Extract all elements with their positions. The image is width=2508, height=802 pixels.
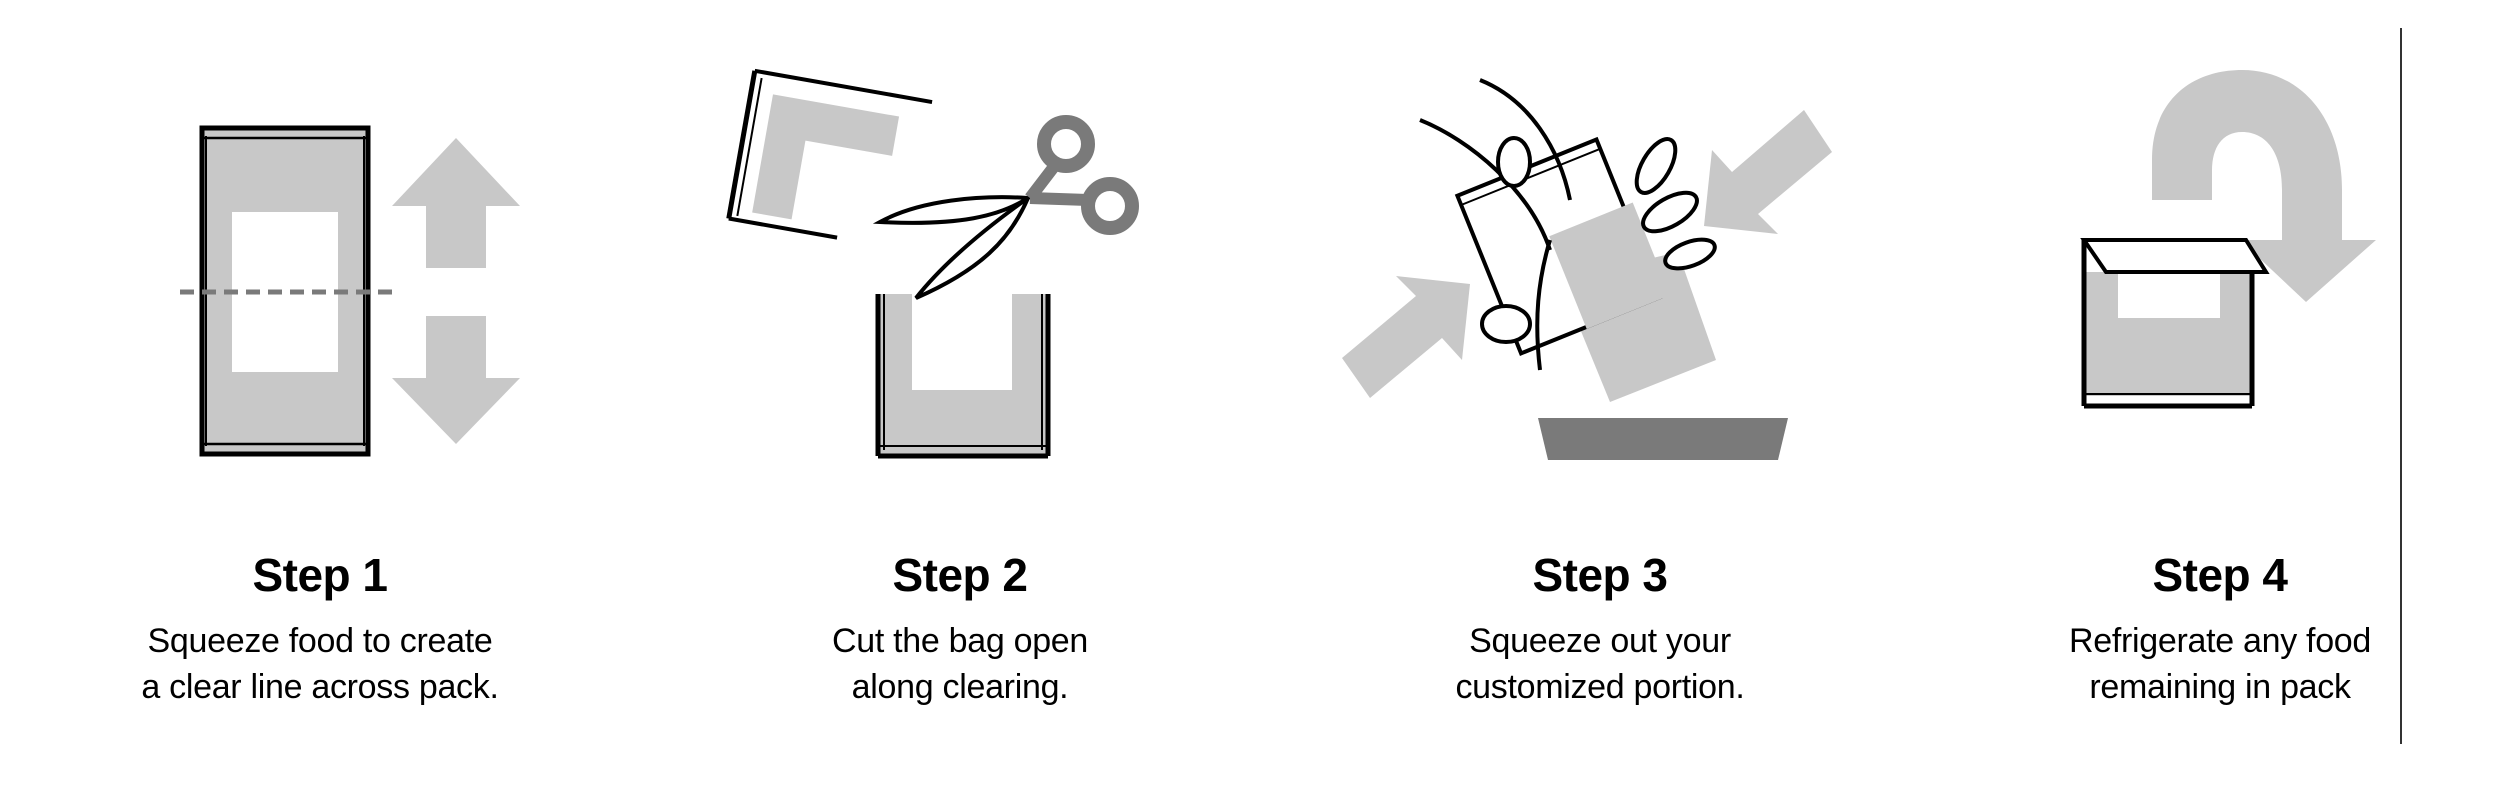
arm-line bbox=[1419, 118, 1552, 251]
step-1: Step 1 Squeeze food to create a clear li… bbox=[40, 0, 600, 802]
finger bbox=[1496, 136, 1532, 188]
open-pack bbox=[2080, 238, 2270, 409]
up-arrow-icon bbox=[392, 138, 520, 268]
step-title: Step 1 bbox=[252, 549, 388, 601]
step-2: Step 2 Cut the bag open along clearing. bbox=[680, 0, 1240, 802]
step-description-line: remaining in pack bbox=[2089, 668, 2351, 706]
down-arrow-icon bbox=[392, 316, 520, 444]
step-description: Refrigerate any food remaining in pack bbox=[1940, 618, 2500, 710]
squeeze-pack-icon bbox=[180, 125, 520, 457]
finger bbox=[1634, 137, 1678, 195]
divider bbox=[2400, 28, 2402, 744]
cut-bag-bottom bbox=[875, 294, 1051, 459]
squeeze-out-portion-icon bbox=[1342, 78, 1832, 460]
refrigerate-pack-icon bbox=[2080, 70, 2376, 409]
tray bbox=[1538, 418, 1788, 460]
cut-bag-scissors-icon bbox=[726, 68, 1139, 459]
step-description: Cut the bag open along clearing. bbox=[680, 618, 1240, 710]
step-description-line: customized portion. bbox=[1455, 668, 1745, 706]
step-description-line: Squeeze out your bbox=[1469, 622, 1731, 660]
diagonal-arrow-icon bbox=[1704, 110, 1832, 234]
pack bbox=[180, 125, 395, 457]
thumb bbox=[1480, 304, 1532, 344]
scissors-icon bbox=[872, 115, 1139, 300]
step-description-line: a clear line across pack. bbox=[141, 668, 499, 706]
step-title: Step 3 bbox=[1532, 549, 1668, 601]
step-4: Step 4 Refrigerate any food remaining in… bbox=[1940, 0, 2500, 802]
step-description-line: Refrigerate any food bbox=[2068, 622, 2372, 660]
step-title: Step 2 bbox=[892, 549, 1028, 601]
diagonal-arrow-icon bbox=[1342, 276, 1470, 398]
step-description-line: Cut the bag open bbox=[831, 622, 1089, 660]
arm-line bbox=[1535, 239, 1552, 371]
step-title: Step 4 bbox=[2152, 549, 2288, 601]
finger bbox=[1641, 190, 1699, 234]
finger bbox=[1663, 237, 1717, 271]
step-description: Squeeze out your customized portion. bbox=[1320, 618, 1880, 710]
held-bag bbox=[1454, 136, 1671, 356]
step-description-line: Squeeze food to create bbox=[147, 622, 493, 660]
cut-bag-top bbox=[726, 68, 933, 240]
step-description: Squeeze food to create a clear line acro… bbox=[40, 618, 600, 710]
step-description-line: along clearing. bbox=[851, 668, 1069, 706]
arm-line bbox=[1479, 78, 1572, 201]
step-3: Step 3 Squeeze out your customized porti… bbox=[1320, 0, 1880, 802]
curved-arrow-icon bbox=[2152, 70, 2376, 302]
